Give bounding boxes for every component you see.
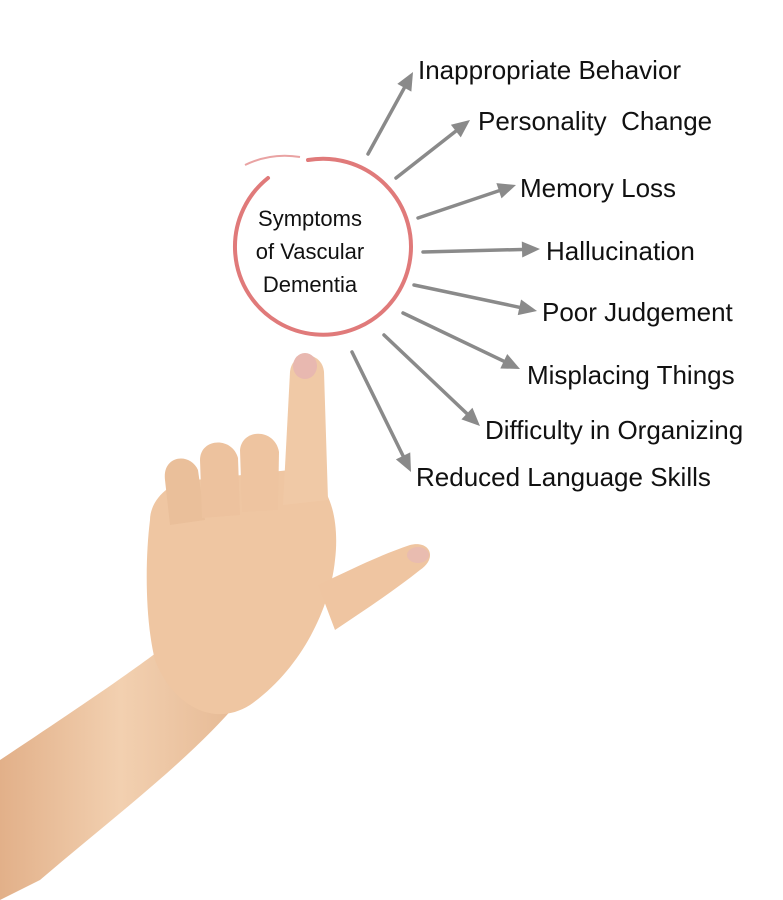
arrow-4	[421, 241, 540, 258]
arrow-head	[461, 407, 480, 426]
arrow-7	[382, 333, 480, 426]
arrow-head	[450, 120, 470, 138]
index-fingernail	[293, 353, 317, 379]
index-finger	[283, 355, 328, 505]
thumbnail	[407, 547, 429, 563]
arrow-shaft	[382, 333, 469, 416]
curled-finger-3	[240, 433, 279, 512]
center-title-line-3: Dementia	[263, 272, 358, 297]
arrow-shaft	[394, 129, 458, 180]
arrow-2	[394, 120, 470, 180]
symptom-label-1: Inappropriate Behavior	[418, 55, 681, 85]
arrow-shaft	[421, 247, 524, 254]
symptom-label-2: Personality Change	[478, 106, 712, 136]
arrow-5	[412, 283, 537, 316]
symptom-label-6: Misplacing Things	[527, 360, 735, 390]
center-title-line-1: Symptoms	[258, 206, 362, 231]
arrow-head	[500, 354, 520, 369]
arrow-head	[397, 72, 413, 92]
arrow-3	[416, 183, 516, 220]
arrow-shaft	[401, 311, 506, 363]
arrow-shaft	[350, 350, 405, 458]
arrow-8	[350, 350, 411, 472]
center-ring-tail	[244, 154, 301, 166]
curled-finger-2	[200, 442, 240, 518]
symptom-label-4: Hallucination	[546, 236, 695, 266]
forearm	[0, 650, 240, 900]
center-ring	[232, 156, 413, 337]
arrow-6	[401, 311, 520, 369]
symptom-label-8: Reduced Language Skills	[416, 462, 711, 492]
arrow-head	[521, 241, 540, 258]
symptom-label-3: Memory Loss	[520, 173, 676, 203]
center-title-line-2: of Vascular	[256, 239, 364, 264]
center-circle	[232, 154, 413, 337]
arrow-shaft	[416, 188, 501, 220]
arrow-1	[366, 72, 413, 156]
thumb	[318, 544, 431, 630]
palm	[146, 470, 337, 715]
symptom-label-7: Difficulty in Organizing	[485, 415, 743, 445]
arrow-head	[496, 183, 516, 199]
arrow-shaft	[366, 86, 407, 156]
arrows-group	[350, 72, 540, 472]
curled-finger-1	[164, 458, 205, 525]
arrow-head	[517, 299, 537, 316]
arrow-shaft	[412, 283, 522, 310]
pointing-hand	[0, 353, 431, 900]
arrow-head	[395, 452, 411, 472]
symptom-label-5: Poor Judgement	[542, 297, 734, 327]
